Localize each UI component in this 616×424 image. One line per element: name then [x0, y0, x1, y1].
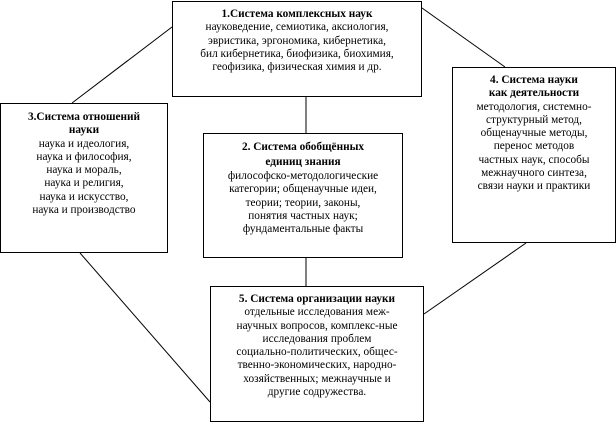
box-generalized-knowledge-line: понятия частных наук; — [248, 209, 358, 222]
box-science-relations-title: 3.Система отношений — [27, 111, 141, 123]
box-science-relations-title: науки — [68, 124, 100, 137]
box-science-activity-line: частных наук, способы — [478, 153, 590, 166]
box-science-organization-line: твенно-экономических, народно- — [237, 359, 397, 372]
box-complex-sciences-line: эвристика, эргономика, кибернетика, — [208, 34, 386, 47]
box-generalized-knowledge-line: философско-методологические — [227, 170, 379, 182]
box-science-activity-line: общенаучные методы, — [480, 127, 588, 140]
box-complex-sciences-line: геофизика, физическая химия и др. — [212, 61, 382, 74]
box-generalized-knowledge-line: теории; теории, законы, — [245, 196, 361, 209]
box-science-activity-title: 4. Система науки — [490, 74, 578, 86]
box-generalized-knowledge-title: единиц знания — [265, 156, 341, 168]
box-generalized-knowledge-line: категории; общенаучные идеи, — [229, 183, 377, 196]
box-science-relations-line: наука и производство — [32, 204, 136, 217]
connector-box4-box5 — [423, 242, 527, 315]
box-science-activity-line: перенос методов — [493, 140, 575, 153]
box-generalized-knowledge-line: фундаментальные факты — [242, 223, 364, 236]
box-science-organization-line: исследования проблем — [262, 332, 372, 345]
connector-box1-box3 — [71, 26, 173, 104]
box-science-activity-line: межнаучного синтеза, — [481, 167, 587, 180]
box-science-organization-line: хозяйственных; межнаучные и — [243, 372, 391, 385]
box-science-organization-line: другие содружества. — [267, 386, 367, 399]
box-science-organization-line: социально-политических, общес- — [236, 346, 398, 359]
connector-box3-box5 — [79, 252, 211, 403]
box-science-relations-line: наука и мораль, — [46, 164, 122, 177]
box-complex-sciences-line: науковедение, семиотика, аксиология, — [205, 21, 389, 34]
box-science-activity-line: структурный метод, — [485, 113, 582, 126]
box-science-organization-title: 5. Система организации науки — [238, 293, 396, 305]
box-science-activity-line: методология, системно- — [476, 100, 592, 113]
box-complex-sciences-title: 1.Система комплексных наук — [221, 8, 373, 20]
box-generalized-knowledge-title: 2. Система обобщённых — [241, 141, 365, 153]
box-science-activity: 4. Система науки как деятельности методо… — [452, 67, 616, 243]
connector-box1-box4 — [421, 7, 506, 68]
box-science-activity-line: связи науки и практики — [477, 180, 591, 193]
box-science-relations-line: наука и искусство, — [39, 190, 129, 203]
box-complex-sciences: 1.Система комплексных наук науковедение,… — [172, 1, 422, 97]
box-complex-sciences-line: бил кибернетика, биофизика, биохимия, — [200, 47, 394, 60]
box-science-organization-line: научных вопросов, комплекс-ные — [236, 319, 398, 332]
box-science-activity-title: как деятельности — [488, 87, 580, 100]
box-science-relations: 3.Система отношений науки наука и идеоло… — [0, 103, 168, 253]
box-science-relations-line: наука и религия, — [44, 177, 124, 190]
box-science-relations-line: наука и философия, — [36, 150, 132, 163]
box-science-organization: 5. Система организации науки отдельные и… — [210, 286, 424, 422]
box-science-relations-line: наука и идеология, — [38, 137, 130, 150]
box-generalized-knowledge: 2. Система обобщённых единиц знания фило… — [203, 133, 403, 258]
box-science-organization-line: отдельные исследования меж- — [244, 306, 390, 319]
